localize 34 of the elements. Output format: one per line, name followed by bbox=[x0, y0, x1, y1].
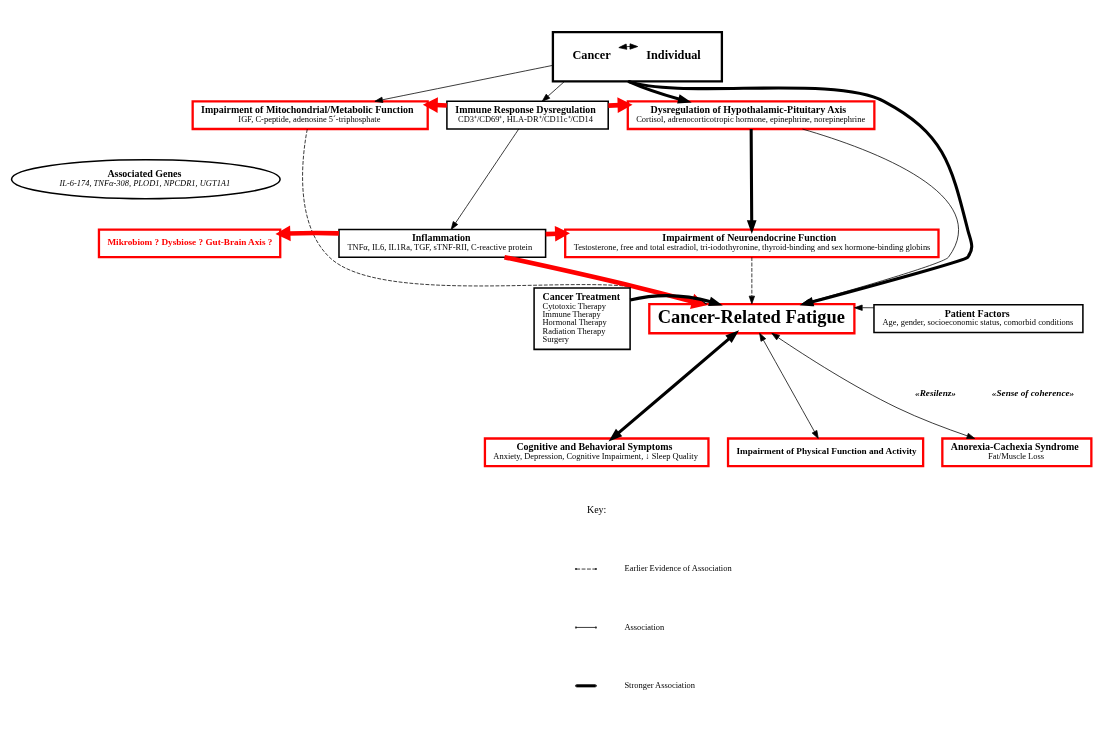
node-box: Cancer-Related Fatigue bbox=[648, 302, 856, 335]
node-ellipse: Associated Genes IL-6-174, TNFα-308, PLOD1, NPCDR1, UGT1A1 bbox=[10, 159, 281, 200]
arrow bbox=[275, 225, 339, 242]
arrow bbox=[450, 128, 520, 230]
node-box: Impairment of Mitochondrial/Metabolic Function IGF, C-peptide, adenosine 5´-triphosphate bbox=[191, 100, 429, 131]
node-box: Inflammation TNFα, IL6, IL1Ra, TGF, sTNF-RII, C-reactive protein bbox=[338, 228, 547, 258]
arrow bbox=[541, 81, 565, 102]
label: Key: bbox=[586, 504, 607, 516]
arrow bbox=[746, 129, 757, 235]
arrow bbox=[759, 332, 819, 439]
arrow bbox=[748, 256, 755, 305]
arrow bbox=[374, 64, 554, 103]
label: «Sense of coherence» bbox=[991, 387, 1075, 398]
node-box: Cancer Treatment Cytotoxic Therapy Immune Therapy Hormonal Therapy Radiation Therapy Surgery bbox=[533, 287, 631, 351]
node-box: Impairment of Physical Function and Activity bbox=[726, 437, 925, 468]
arrow bbox=[608, 97, 633, 114]
node-box: Anorexia-Cachexia Syndrome Fat/Muscle Loss bbox=[941, 437, 1093, 468]
node-box: Patient Factors Age, gender, socioeconomic status, comorbid conditions bbox=[873, 304, 1084, 334]
node-text: Individual bbox=[646, 47, 701, 62]
label: «Resilenz» bbox=[915, 387, 956, 398]
legend-label: Stronger Association bbox=[624, 679, 695, 690]
arrow bbox=[771, 332, 976, 439]
node-box: Impairment of Neuroendocrine Function Testosterone, free and total estradiol, tri-iodothyronine, thyroid-binding and sex hormone-binding globins bbox=[564, 228, 940, 259]
legend-label: Earlier Evidence of Association bbox=[624, 563, 732, 574]
node-text: Cancer bbox=[572, 47, 611, 62]
node-box: Dysregulation of Hypothalamic-Pituitary Axis Cortisol, adrenocorticotropic hormone, epinephrine, norepinephrine bbox=[626, 100, 876, 131]
cluster bbox=[551, 31, 724, 83]
arrow bbox=[608, 330, 740, 442]
legend-label: Association bbox=[624, 621, 665, 632]
arrow bbox=[854, 304, 875, 311]
arrow bbox=[801, 128, 959, 305]
node-box: Mikrobiom ? Dysbiose ? Gut-Brain Axis ? bbox=[97, 228, 282, 259]
node-box: Cognitive and Behavioral Symptoms Anxiety, Depression, Cognitive Impairment, ↓ Sleep Quality bbox=[483, 437, 710, 468]
node-box: Immune Response Dysregulation CD3⁺/CD69⁺, HLA-DR⁺/CD11c⁺/CD14 bbox=[446, 100, 609, 130]
